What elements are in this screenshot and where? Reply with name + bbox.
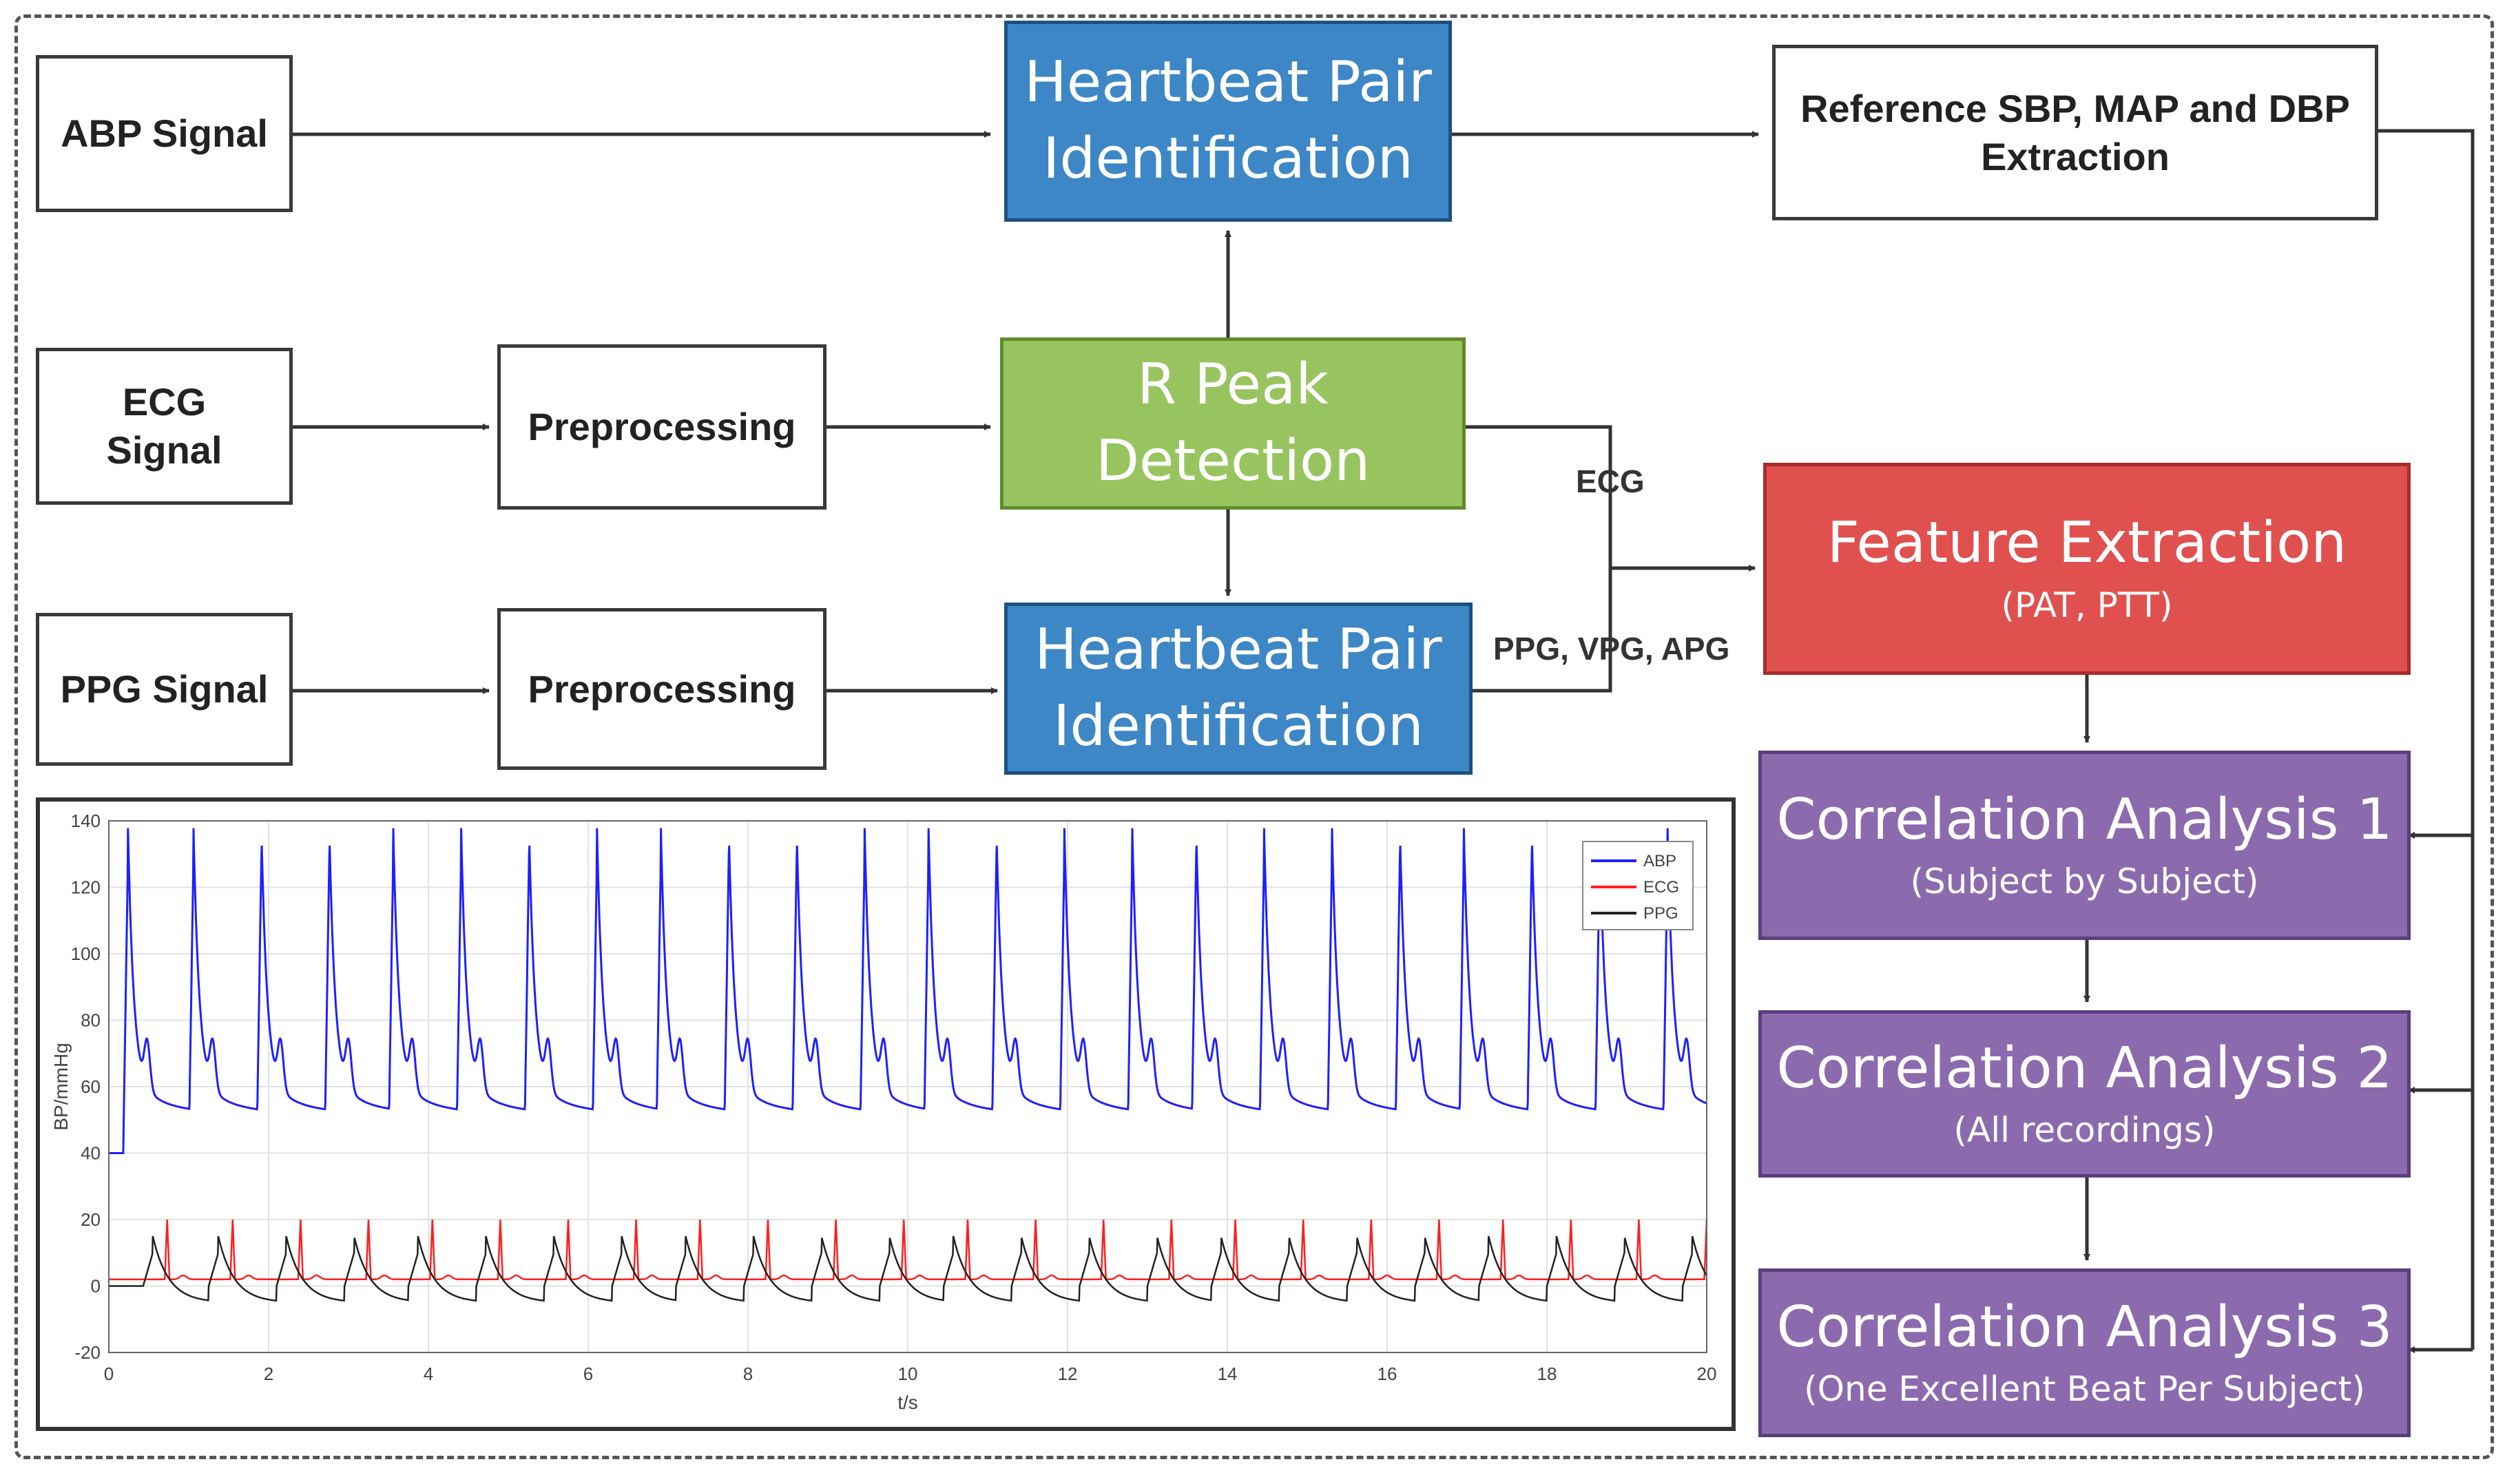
preprocessing-ecg-box: Preprocessing	[497, 344, 826, 510]
correlation-1-title: Correlation Analysis 1	[1776, 786, 2393, 853]
y-tick-label: 140	[71, 811, 101, 831]
correlation-analysis-1-box: Correlation Analysis 1 (Subject by Subje…	[1758, 751, 2411, 940]
heartbeat-pair-top-line2: Identification	[1043, 126, 1413, 191]
ppg-signal-label: PPG Signal	[60, 667, 269, 711]
x-tick-label: 0	[104, 1363, 114, 1384]
connector-label-ecg: ECG	[1576, 463, 1645, 499]
ecg-signal-box: ECG Signal	[36, 348, 293, 505]
ecg-signal-line2: Signal	[106, 428, 222, 472]
connector-label-ppg-vpg-apg: PPG, VPG, APG	[1493, 631, 1730, 667]
r-peak-detection-box: R Peak Detection	[1000, 337, 1466, 510]
ecg-signal-line1: ECG	[122, 380, 207, 424]
y-tick-label: 0	[91, 1276, 101, 1297]
heartbeat-pair-bottom-line1: Heartbeat Pair	[1035, 617, 1442, 683]
legend-label-ppg: PPG	[1643, 904, 1678, 923]
chart-series	[109, 828, 1708, 1302]
chart-legend: ABP ECG PPG	[1582, 841, 1694, 930]
x-tick-label: 16	[1377, 1363, 1397, 1384]
correlation-2-subtitle: (All recordings)	[1953, 1110, 2216, 1151]
x-tick-label: 14	[1218, 1363, 1238, 1384]
connector-ecg-branch	[1466, 425, 1612, 568]
y-tick-label: 20	[81, 1209, 101, 1230]
x-tick-label: 12	[1058, 1363, 1078, 1384]
y-tick-label: 60	[81, 1076, 101, 1097]
feature-extraction-title: Feature Extraction	[1827, 510, 2347, 576]
legend-label-abp: ABP	[1643, 852, 1676, 870]
preprocessing-ppg-label: Preprocessing	[528, 667, 796, 711]
reference-line1: Reference SBP, MAP and DBP	[1800, 86, 2350, 130]
feature-extraction-box: Feature Extraction (PAT, PTT)	[1763, 463, 2411, 675]
x-tick-label: 6	[583, 1363, 593, 1384]
preprocessing-ecg-label: Preprocessing	[528, 405, 796, 448]
x-tick-label: 4	[424, 1363, 433, 1384]
x-axis-label: t/s	[897, 1392, 918, 1413]
heartbeat-pair-bottom-box: Heartbeat Pair Identification	[1004, 603, 1473, 775]
series-abp-line	[109, 828, 1707, 1154]
correlation-2-title: Correlation Analysis 2	[1776, 1035, 2393, 1101]
heartbeat-pair-bottom-line2: Identification	[1053, 693, 1424, 759]
connector-reference-bus	[2378, 129, 2475, 1350]
y-tick-label: 40	[81, 1143, 101, 1164]
y-tick-label: -20	[74, 1342, 101, 1363]
y-axis-label: BP/mmHg	[50, 1043, 72, 1131]
heartbeat-pair-top-box: Heartbeat Pair Identification	[1004, 21, 1452, 222]
x-tick-label: 20	[1697, 1363, 1717, 1384]
correlation-analysis-2-box: Correlation Analysis 2 (All recordings)	[1758, 1010, 2411, 1178]
feature-extraction-subtitle: (PAT, PTT)	[2001, 585, 2173, 625]
correlation-3-title: Correlation Analysis 3	[1776, 1294, 2393, 1360]
legend-label-ecg: ECG	[1643, 878, 1679, 897]
correlation-analysis-3-box: Correlation Analysis 3 (One Excellent Be…	[1758, 1268, 2411, 1437]
abp-signal-box: ABP Signal	[36, 55, 293, 212]
dashed-outer-frame	[14, 14, 2494, 1459]
y-tick-label: 120	[71, 877, 101, 898]
series-ecg-line	[109, 1219, 1708, 1281]
correlation-1-subtitle: (Subject by Subject)	[1910, 861, 2259, 902]
r-peak-line1: R Peak	[1137, 352, 1329, 418]
ppg-signal-box: PPG Signal	[36, 613, 293, 766]
series-ppg-line	[109, 1235, 1708, 1302]
plot-area-border	[108, 820, 1707, 1353]
reference-extraction-box: Reference SBP, MAP and DBP Extraction	[1772, 45, 2378, 220]
reference-line2: Extraction	[1981, 134, 2170, 178]
connector-ppg-branch	[1473, 568, 1612, 693]
x-tick-label: 2	[264, 1363, 273, 1384]
y-tick-label: 80	[81, 1010, 101, 1031]
x-tick-label: 18	[1537, 1363, 1557, 1384]
abp-signal-label: ABP Signal	[61, 112, 268, 155]
correlation-3-subtitle: (One Excellent Beat Per Subject)	[1804, 1369, 2365, 1410]
x-tick-label: 10	[898, 1363, 918, 1384]
heartbeat-pair-top-line1: Heartbeat Pair	[1024, 50, 1432, 116]
x-tick-label: 8	[743, 1363, 753, 1384]
r-peak-line2: Detection	[1095, 428, 1371, 494]
preprocessing-ppg-box: Preprocessing	[497, 608, 826, 770]
y-tick-label: 100	[71, 943, 101, 964]
